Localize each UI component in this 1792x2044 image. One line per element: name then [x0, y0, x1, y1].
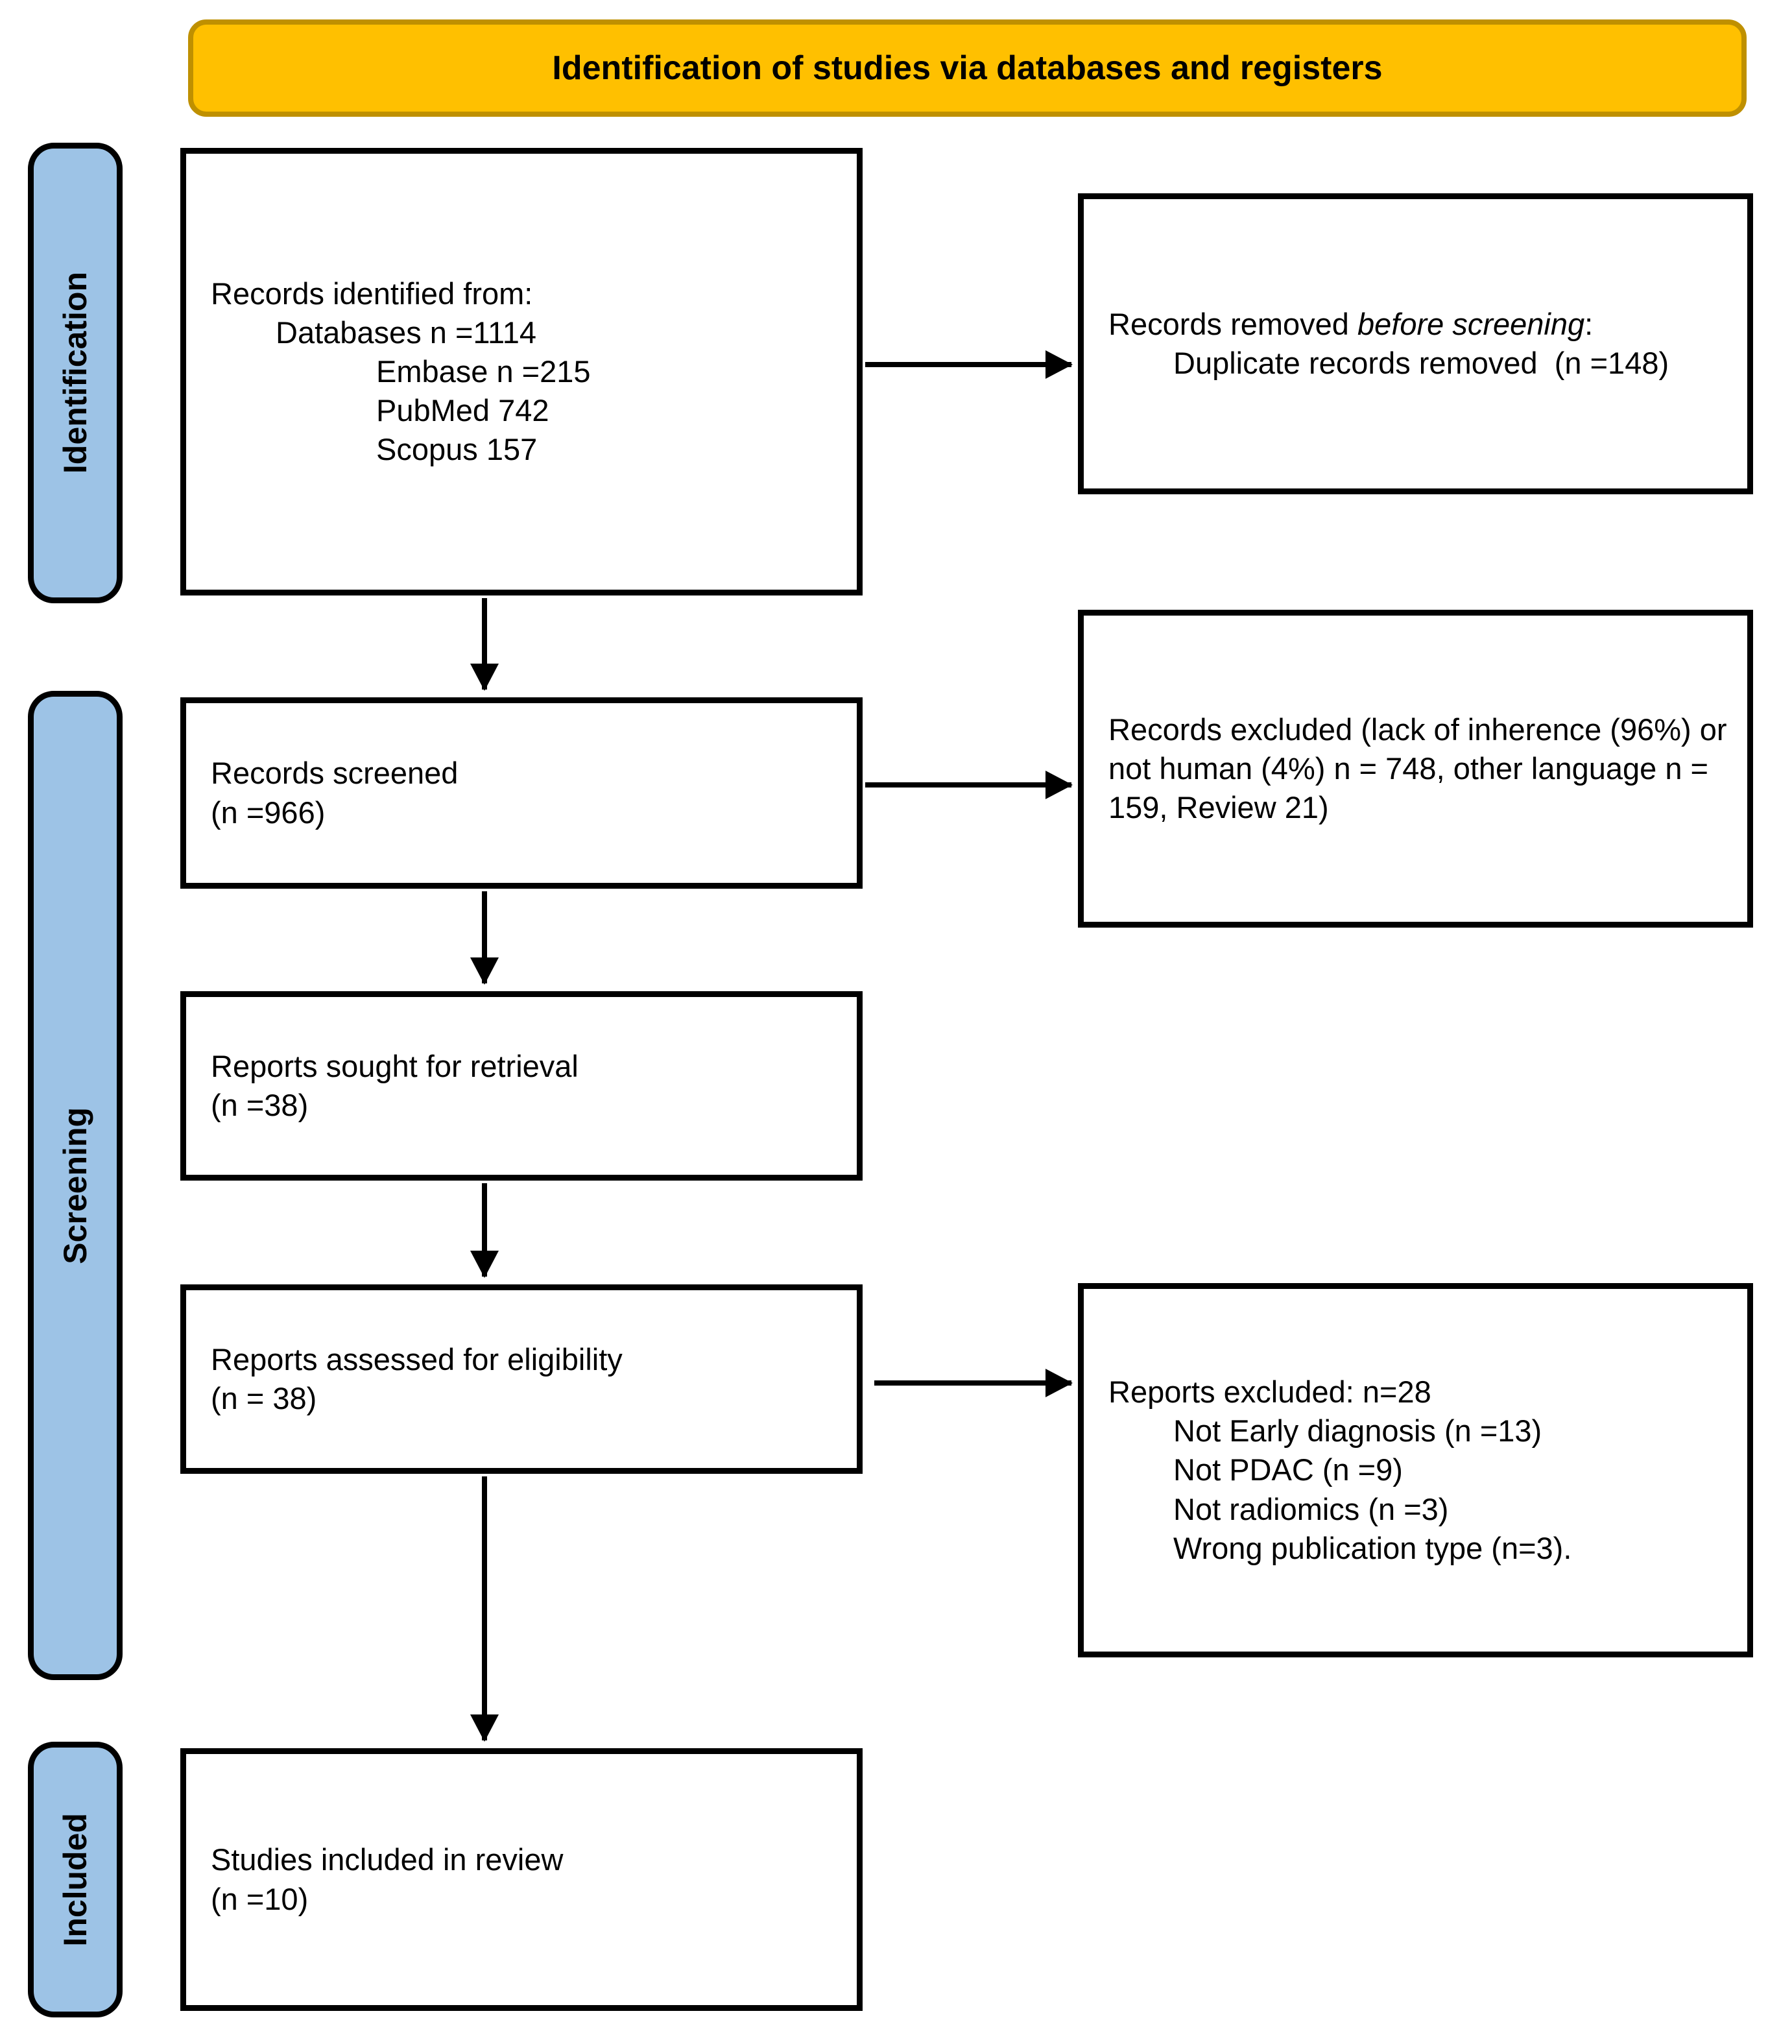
- reports-excluded-reason: Not Early diagnosis (n =13): [1173, 1413, 1542, 1449]
- title-banner: Identification of studies via databases …: [188, 19, 1747, 117]
- studies-included-line: Studies included in review: [211, 1842, 564, 1877]
- title-banner-label: Identification of studies via databases …: [552, 49, 1383, 87]
- records-screened-box: Records screened (n =966): [180, 697, 863, 889]
- records-identified-line: Scopus 157: [376, 432, 538, 467]
- records-identified-line: PubMed 742: [376, 393, 549, 428]
- records-screened-line: Records screened: [211, 756, 459, 791]
- stage-label-identification: Identification: [28, 143, 123, 603]
- reports-sought-count: (n =38): [211, 1088, 309, 1122]
- stage-screening-text: Screening: [57, 1107, 93, 1264]
- records-removed-box: Records removed before screening: Duplic…: [1078, 193, 1753, 494]
- reports-assessed-count: (n = 38): [211, 1381, 317, 1415]
- records-removed-prefix: Records removed: [1108, 306, 1357, 341]
- records-excluded-box: Records excluded (lack of inherence (96%…: [1078, 610, 1753, 928]
- records-screened-count: (n =966): [211, 795, 326, 830]
- reports-excluded-reason: Not PDAC (n =9): [1173, 1452, 1403, 1487]
- reports-excluded-reason: Not radiomics (n =3): [1173, 1491, 1449, 1526]
- stage-included-text: Included: [57, 1812, 93, 1947]
- records-removed-heading: Records removed before screening:: [1108, 305, 1728, 344]
- records-identified-line: Embase n =215: [376, 354, 591, 389]
- reports-sought-box: Reports sought for retrieval (n =38): [180, 991, 863, 1181]
- records-identified-box: Records identified from: Databases n =11…: [180, 148, 863, 595]
- records-removed-suffix: :: [1584, 306, 1594, 341]
- reports-excluded-box: Reports excluded: n=28 Not Early diagnos…: [1078, 1283, 1753, 1657]
- records-removed-italic: before screening: [1357, 306, 1585, 341]
- records-identified-line: Databases n =1114: [276, 315, 536, 350]
- reports-assessed-box: Reports assessed for eligibility (n = 38…: [180, 1284, 863, 1474]
- studies-included-box: Studies included in review (n =10): [180, 1748, 863, 2011]
- stage-identification-text: Identification: [57, 272, 93, 474]
- reports-excluded-reason: Wrong publication type (n=3).: [1173, 1530, 1572, 1565]
- reports-excluded-heading: Reports excluded: n=28: [1108, 1375, 1431, 1410]
- stage-label-screening: Screening: [28, 691, 123, 1680]
- reports-sought-line: Reports sought for retrieval: [211, 1048, 579, 1083]
- records-excluded-text: Records excluded (lack of inherence (96%…: [1108, 712, 1736, 825]
- studies-included-count: (n =10): [211, 1881, 309, 1916]
- records-removed-detail: Duplicate records removed (n =148): [1173, 346, 1669, 380]
- reports-assessed-line: Reports assessed for eligibility: [211, 1341, 623, 1377]
- stage-label-included: Included: [28, 1742, 123, 2017]
- records-identified-line: Records identified from:: [211, 276, 533, 311]
